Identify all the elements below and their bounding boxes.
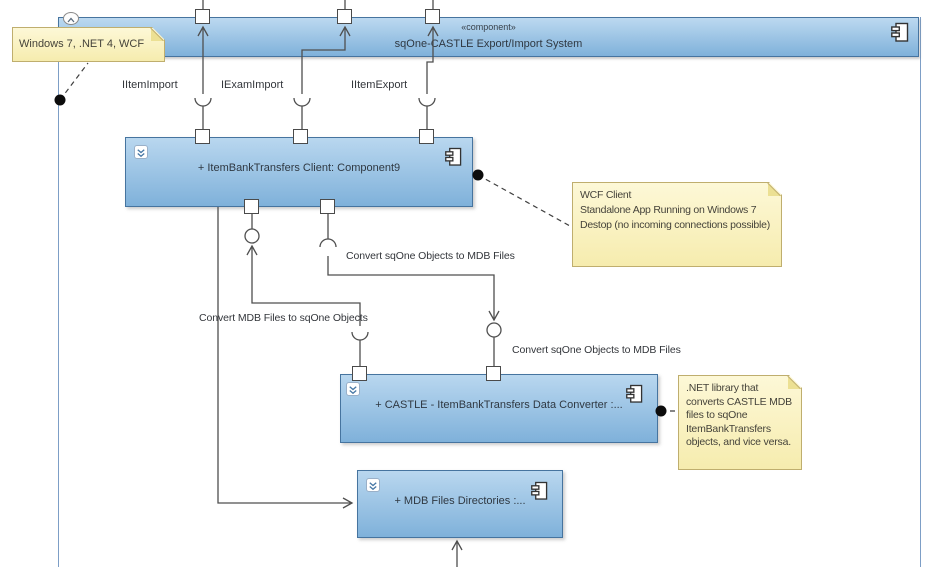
component-icon [626, 384, 643, 409]
arrowhead-up [301, 25, 351, 94]
arrowhead-up [246, 244, 361, 326]
chevron-up-icon [67, 17, 75, 23]
connector-label-sqone-to-mdb-upper[interactable]: Convert sqOne Objects to MDB Files [346, 250, 515, 262]
note-wcf-line3: Destop (no incoming connections possible… [580, 219, 770, 231]
connector-label-mdb-to-sqone[interactable]: Convert MDB Files to sqOne Objects [199, 312, 368, 324]
socket-icon [418, 97, 436, 107]
double-chevron-down-icon [349, 386, 357, 395]
arrowhead-right [217, 207, 354, 509]
system-title: sqOne-CASTLE Export/Import System [394, 38, 583, 50]
connector-label-sqone-to-mdb-lower[interactable]: Convert sqOne Objects to MDB Files [512, 344, 681, 356]
arrowhead-down [327, 256, 500, 322]
port-system-iitemimport[interactable] [195, 9, 210, 24]
client-title: + ItemBankTransfers Client: Component9 [197, 162, 401, 174]
port-client-top-1[interactable] [195, 129, 210, 144]
port-converter-top-2[interactable] [486, 366, 501, 381]
note-link-wcf[interactable] [477, 174, 571, 227]
socket-icon [194, 97, 212, 107]
connector-iitemimport[interactable] [194, 25, 212, 131]
expand-toggle-icon[interactable] [134, 145, 148, 159]
top-edge-stubs[interactable] [202, 0, 434, 10]
anchor-dot-icon [472, 169, 484, 181]
client-component[interactable]: + ItemBankTransfers Client: Component9 [125, 137, 473, 207]
note-link-windows[interactable] [59, 62, 89, 101]
expand-toggle-icon[interactable] [346, 382, 360, 396]
interface-label-iitemexport[interactable]: IItemExport [351, 79, 408, 91]
note-wcf-client[interactable]: WCF Client Standalone App Running on Win… [572, 182, 782, 267]
component-icon [531, 481, 548, 506]
collapse-toggle-icon[interactable] [63, 12, 79, 25]
socket-icon [351, 331, 369, 341]
port-client-top-2[interactable] [293, 129, 308, 144]
connector-sqone-to-mdb[interactable] [319, 214, 502, 367]
port-system-iexamimport[interactable] [337, 9, 352, 24]
note-windows-text: Windows 7, .NET 4, WCF [19, 38, 145, 50]
mdb-directories-component[interactable]: + MDB Files Directories :... [357, 470, 563, 538]
port-system-iitemexport[interactable] [425, 9, 440, 24]
connector-client-to-mdbdirs[interactable] [217, 207, 354, 509]
system-stereotype: «component» [461, 22, 516, 32]
expand-toggle-icon[interactable] [366, 478, 380, 492]
note-windows[interactable]: Windows 7, .NET 4, WCF [12, 27, 165, 62]
interface-label-iexamimport[interactable]: IExamImport [221, 79, 284, 91]
arrowhead-up [426, 25, 439, 94]
interface-label-iitemimport[interactable]: IItemImport [122, 79, 178, 91]
ball-interface-icon [244, 228, 260, 244]
converter-title: + CASTLE - ItemBankTransfers Data Conver… [375, 399, 623, 411]
port-client-top-3[interactable] [419, 129, 434, 144]
note-wcf-line2: Standalone App Running on Windows 7 [580, 204, 757, 216]
socket-icon [293, 97, 311, 107]
component-icon [445, 147, 462, 172]
note-wcf-line1: WCF Client [580, 189, 632, 201]
anchor-dot-icon [655, 405, 667, 417]
converter-component[interactable]: + CASTLE - ItemBankTransfers Data Conver… [340, 374, 658, 443]
socket-icon [319, 238, 337, 248]
port-converter-top-1[interactable] [352, 366, 367, 381]
anchor-dot-icon [54, 94, 66, 106]
connector-iexamimport[interactable] [293, 25, 351, 131]
connector-iitemexport[interactable] [418, 25, 439, 131]
component-icon [891, 22, 909, 48]
ball-interface-icon [486, 322, 502, 338]
note-net-library[interactable]: .NET library that converts CASTLE MDB fi… [678, 375, 802, 470]
port-client-bottom-1[interactable] [244, 199, 259, 214]
connector-mdb-to-sqone[interactable] [244, 214, 369, 367]
note-link-anchors [54, 94, 667, 417]
note-net-library-text: .NET library that converts CASTLE MDB fi… [686, 382, 792, 448]
mdb-directories-title: + MDB Files Directories :... [394, 495, 526, 507]
double-chevron-down-icon [137, 149, 145, 158]
port-client-bottom-2[interactable] [320, 199, 335, 214]
double-chevron-down-icon [369, 482, 377, 491]
